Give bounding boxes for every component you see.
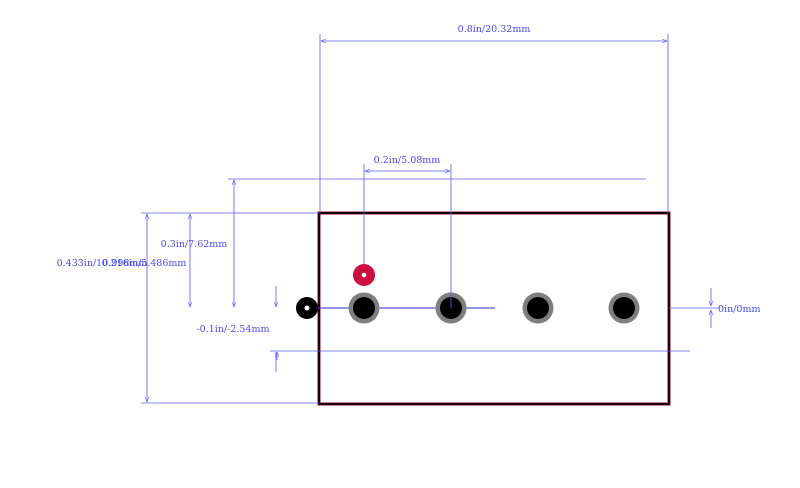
through-hole-pad-icon[interactable]: [522, 292, 554, 324]
dimension-body-height: 0.433in/10.998mm: [57, 212, 319, 404]
dimension-total-width-label: 0.8in/20.32mm: [458, 24, 531, 35]
dimension-overlap: 0.216in/5.486mm: [102, 212, 319, 307]
dimension-body-height-label: 0.433in/10.998mm: [57, 258, 148, 269]
through-hole-pad-icon[interactable]: [348, 292, 380, 324]
dimension-offset-zero: 0in/0mm: [669, 288, 760, 328]
dimension-overlap-label: 0.216in/5.486mm: [102, 258, 187, 269]
dimension-offset-neg: -0.1in/-2.54mm: [196, 286, 690, 372]
dimension-total-width: 0.8in/20.32mm: [319, 24, 669, 213]
dimension-offset-neg-label: -0.1in/-2.54mm: [196, 324, 269, 335]
pin1-marker-icon: [353, 264, 375, 286]
pad-row: [348, 292, 640, 324]
through-hole-pad-icon[interactable]: [608, 292, 640, 324]
dimension-height-a-label: 0.3in/7.62mm: [161, 239, 228, 250]
origin-marker-icon: [296, 297, 318, 319]
dimension-pitch: 0.2in/5.08mm: [363, 155, 452, 308]
dimension-pitch-label: 0.2in/5.08mm: [374, 155, 441, 166]
dimension-offset-zero-label: 0in/0mm: [718, 304, 760, 315]
dimension-height-a: 0.3in/7.62mm: [161, 180, 234, 307]
